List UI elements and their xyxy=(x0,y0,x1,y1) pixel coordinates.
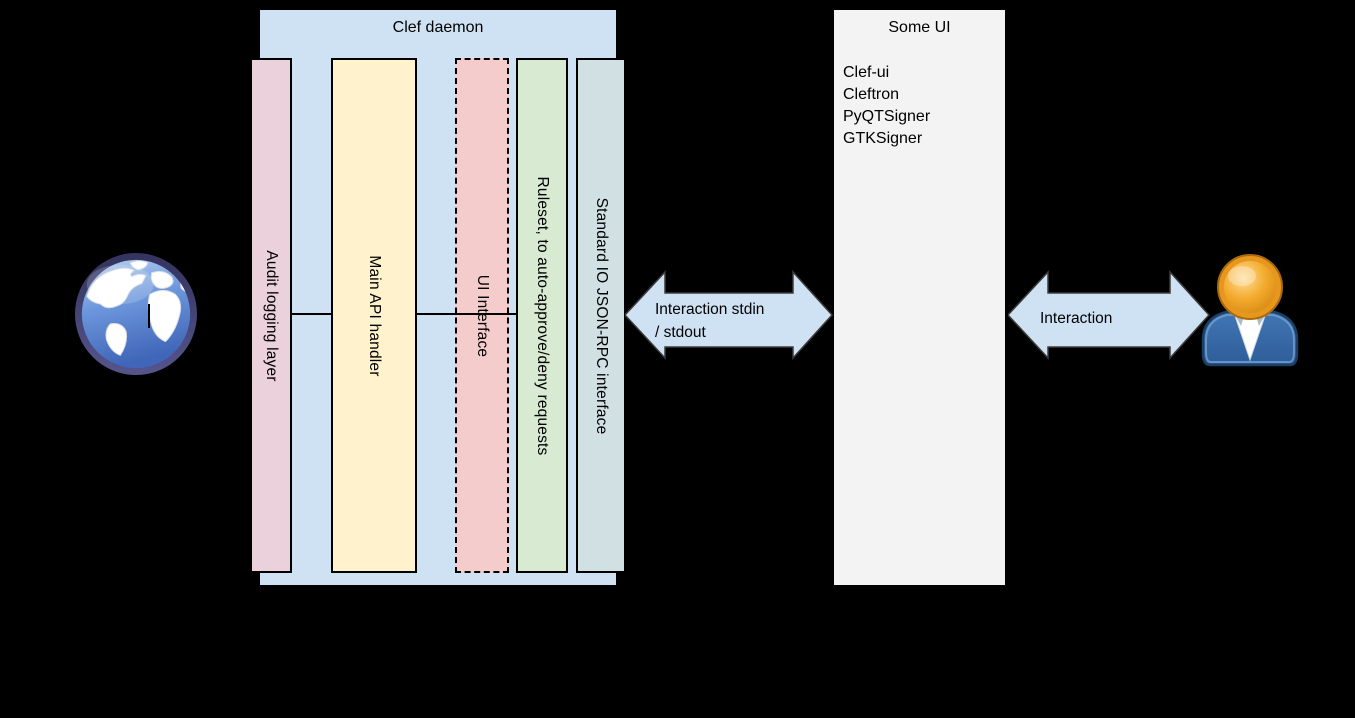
bar-ui-interface: UI Interface xyxy=(455,58,509,573)
arrow-label-line1: Interaction stdin xyxy=(655,301,765,318)
some-ui-item: PyQTSigner xyxy=(843,108,931,125)
bar-api-label: Main API handler xyxy=(366,254,383,377)
some-ui-list: Clef-ui Cleftron PyQTSigner GTKSigner xyxy=(843,62,930,150)
some-ui-item: Cleftron xyxy=(843,86,900,103)
user-icon xyxy=(1201,254,1299,367)
bar-ui-label: UI Interface xyxy=(474,274,491,357)
some-ui-item: Clef-ui xyxy=(843,64,890,81)
some-ui-box xyxy=(832,8,1007,587)
double-arrow-someui-user xyxy=(1008,270,1210,360)
bar-stdio-label: Standard IO JSON-RPC interface xyxy=(593,197,610,434)
arrow-label-interaction: Interaction xyxy=(1040,310,1113,327)
bar-audit-label: Audit logging layer xyxy=(263,249,280,382)
some-ui-item: GTKSigner xyxy=(843,130,923,147)
connector-line-audit-api xyxy=(292,313,331,315)
bar-ruleset-label: Ruleset, to auto-approve/deny requests xyxy=(534,175,551,456)
globe-connector-tick xyxy=(148,304,150,328)
bar-main-api-handler: Main API handler xyxy=(331,58,417,573)
clef-daemon-title: Clef daemon xyxy=(392,19,484,36)
bar-stdio-jsonrpc-interface: Standard IO JSON-RPC interface xyxy=(576,58,626,573)
some-ui-title: Some UI xyxy=(888,19,951,36)
double-arrow-daemon-someui xyxy=(625,270,833,360)
bar-ruleset: Ruleset, to auto-approve/deny requests xyxy=(516,58,568,573)
globe-icon xyxy=(74,252,198,376)
arrow-label-line2: / stdout xyxy=(655,324,706,341)
arrow-label-stdin-stdout: Interaction stdin / stdout xyxy=(655,298,764,344)
connector-line-api-ruleset xyxy=(417,313,516,315)
bar-audit-logging-layer: Audit logging layer xyxy=(250,58,292,573)
